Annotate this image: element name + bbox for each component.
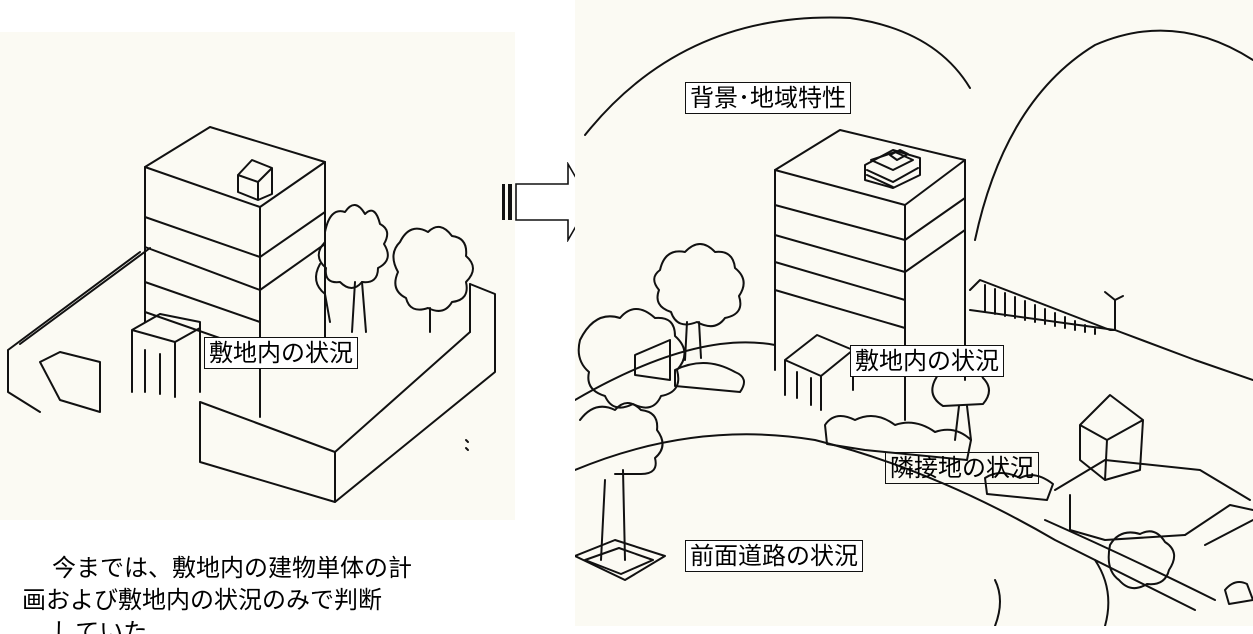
left-trees [315,204,474,333]
left-site-label: 敷地内の状況 [204,337,358,369]
left-sketch [7,126,496,503]
left-mark [465,439,469,451]
right-road [575,341,1216,626]
right-bushes [824,365,1253,605]
right-illustration: 背景･地域特性 敷地内の状況 隣接地の状況 前面道路の状況 [575,0,1253,626]
right-hills [584,16,1253,241]
left-caption: 今までは、敷地内の建物単体の計 画および敷地内の状況のみで判断 していた [22,552,522,634]
caption-line-1: 今までは、敷地内の建物単体の計 [52,554,412,582]
left-gate [131,313,201,398]
adjacent-label: 隣接地の状況 [885,452,1039,484]
left-building [144,126,326,418]
right-front-tree [575,308,686,581]
site-label: 敷地内の状況 [850,345,1004,377]
right-fence [969,279,1253,381]
road-label: 前面道路の状況 [685,540,863,572]
right-neighbor-houses [1054,394,1253,546]
right-left-tree [634,243,745,393]
left-site-wall [7,247,496,503]
caption-line-3: していた [52,618,148,634]
right-sketch [575,16,1253,626]
background-label: 背景･地域特性 [685,82,851,114]
caption-line-2: 画および敷地内の状況のみで判断 [22,586,382,614]
left-illustration: 敷地内の状況 [0,32,515,520]
right-building [774,129,966,421]
right-gatehouse [784,334,854,411]
